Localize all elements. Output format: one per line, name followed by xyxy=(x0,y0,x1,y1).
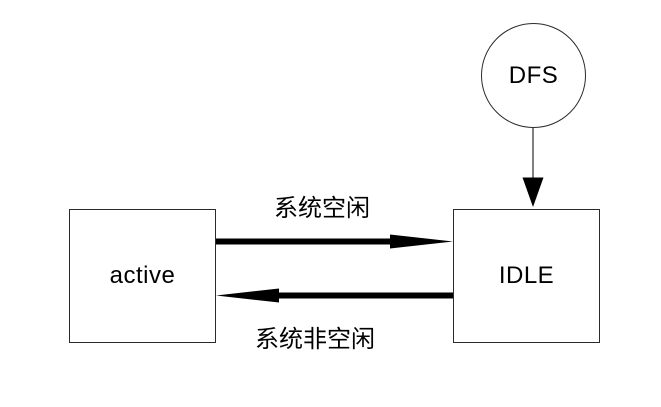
state-node-idle-label: IDLE xyxy=(498,262,555,289)
arrow-dfs-to-idle xyxy=(522,128,544,207)
arrowhead-right-icon xyxy=(390,234,453,249)
arrow-shaft xyxy=(216,238,392,245)
state-node-dfs-label: DFS xyxy=(508,61,559,89)
state-node-idle: IDLE xyxy=(453,209,600,343)
state-node-active: active xyxy=(69,209,216,343)
arrow-shaft xyxy=(277,292,453,299)
state-node-active-label: active xyxy=(109,262,176,289)
arrowhead-down-icon xyxy=(522,177,544,207)
arrow-idle-to-active xyxy=(216,288,453,303)
edge-label-system-not-idle: 系统非空闲 xyxy=(255,326,375,353)
edge-label-system-idle: 系统空闲 xyxy=(274,195,370,222)
state-node-dfs: DFS xyxy=(481,23,586,128)
arrowhead-left-icon xyxy=(216,288,279,303)
arrow-active-to-idle xyxy=(216,234,453,249)
